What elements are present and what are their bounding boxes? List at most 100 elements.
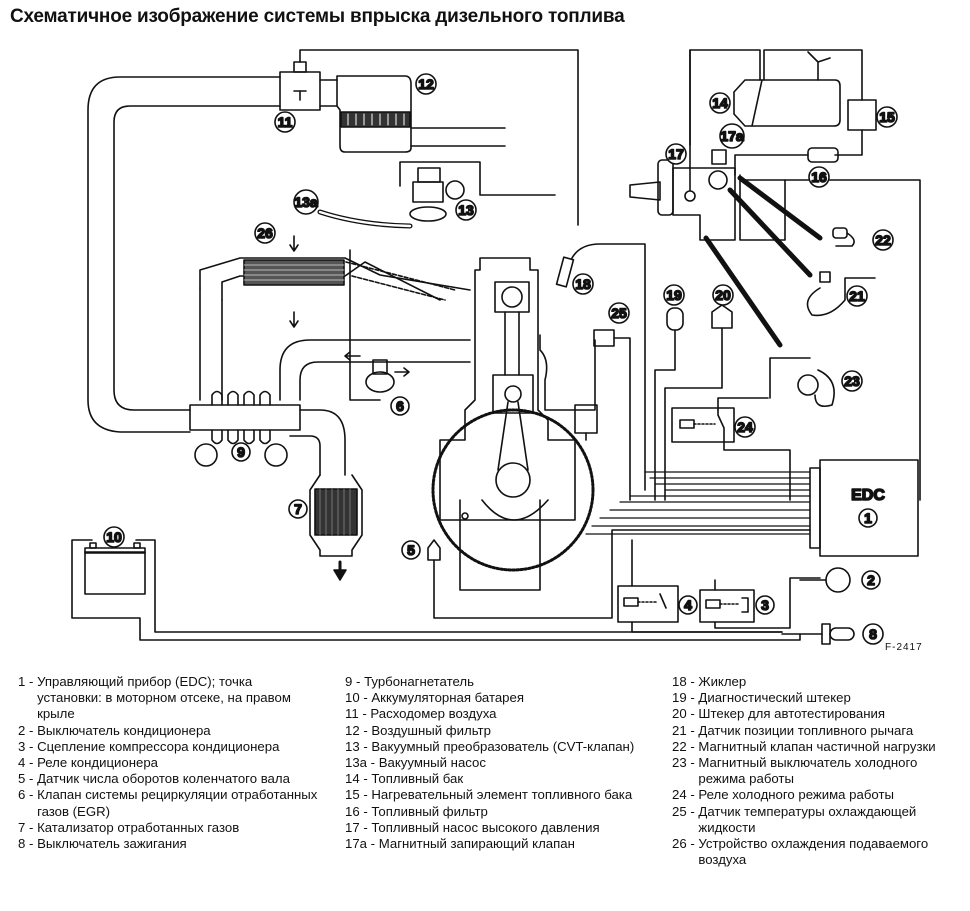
callout-23: 23 (841, 370, 863, 392)
svg-text:19: 19 (666, 287, 682, 303)
legend-item-text: Сцепление компрессора кондиционера (37, 738, 280, 754)
charge-air-duct (279, 249, 471, 401)
legend-item: 4 - Реле кондиционера (18, 755, 318, 771)
air-flow-meter (279, 61, 338, 111)
legend-item-text: Устройство охлаждения подаваемого воздух… (698, 836, 929, 868)
callout-5: 5 (401, 540, 421, 560)
high-pressure-fuel-pump (629, 49, 786, 241)
legend-item-text: Топливный фильтр (371, 803, 488, 819)
legend-item-number: 13a - (345, 755, 379, 771)
legend-column-1: 1 - Управляющий прибор (EDC); точка уста… (18, 674, 318, 852)
legend-item-text: Расходомер воздуха (370, 706, 497, 722)
callout-17: 17 (665, 143, 687, 165)
svg-text:17: 17 (668, 146, 684, 162)
legend-item-text: Аккумуляторная батарея (371, 690, 524, 706)
ac-compressor-clutch (699, 577, 821, 629)
callout-13a: 13a (293, 189, 319, 215)
svg-text:25: 25 (611, 305, 627, 321)
svg-text:5: 5 (407, 542, 415, 558)
legend-item-text: Топливный насос высокого давления (371, 819, 600, 835)
diagnostic-plug (654, 307, 684, 501)
callout-6: 6 (390, 396, 410, 416)
legend-item: 6 - Клапан системы рециркуляции отработа… (18, 787, 318, 819)
legend-item-number: 15 - (345, 787, 372, 803)
legend-item: 25 - Датчик температуры охлаждающей жидк… (672, 804, 967, 836)
legend-item-text: Жиклер (698, 674, 747, 689)
legend-item: 24 - Реле холодного режима работы (672, 787, 967, 803)
callout-1: 1 (858, 508, 878, 528)
legend-item: 26 - Устройство охлаждения подаваемого в… (672, 836, 967, 868)
legend-item: 11 - Расходомер воздуха (345, 706, 655, 722)
callout-7: 7 (288, 499, 308, 519)
legend-item-number: 9 - (345, 674, 365, 689)
svg-text:6: 6 (396, 398, 404, 414)
svg-text:12: 12 (418, 76, 434, 92)
legend-item: 19 - Диагностический штекер (672, 690, 967, 706)
legend-item-text: Катализатор отработанных газов (37, 819, 240, 835)
sensor-cables (703, 175, 823, 348)
legend-item-text: Выключатель кондиционера (37, 722, 211, 738)
legend-item-number: 5 - (18, 771, 38, 787)
turbocharger (189, 390, 301, 467)
legend-item-number: 25 - (672, 803, 699, 819)
callout-13: 13 (455, 199, 477, 221)
svg-text:8: 8 (869, 626, 877, 642)
legend-item: 7 - Катализатор отработанных газов (18, 820, 318, 836)
legend-item-number: 16 - (345, 803, 372, 819)
callout-11: 11 (274, 111, 296, 133)
legend-item-number: 17a - (345, 836, 379, 852)
svg-text:10: 10 (106, 529, 122, 545)
callout-25: 25 (608, 302, 630, 324)
legend-item: 8 - Выключатель зажигания (18, 836, 318, 852)
callout-20: 20 (712, 284, 734, 306)
callout-18: 18 (572, 273, 594, 295)
air-filter (336, 75, 506, 153)
svg-text:16: 16 (811, 169, 827, 185)
legend-item: 22 - Магнитный клапан частичной нагрузки (672, 739, 967, 755)
legend-item: 13 - Вакуумный преобразователь (CVT-клап… (345, 739, 655, 755)
legend-item: 12 - Воздушный фильтр (345, 723, 655, 739)
legend-item: 17a - Магнитный запирающий клапан (345, 836, 655, 852)
legend-item-text: Магнитный клапан частичной нагрузки (698, 738, 936, 754)
legend-item-number: 22 - (672, 738, 699, 754)
legend-item-text: Управляющий прибор (EDC); точка установк… (37, 674, 291, 722)
legend-item-number: 1 - (18, 674, 38, 689)
callout-22: 22 (872, 229, 894, 251)
svg-text:23: 23 (844, 373, 860, 389)
callout-10: 10 (103, 526, 125, 548)
legend-item-text: Реле кондиционера (37, 755, 159, 771)
callout-12: 12 (415, 73, 437, 95)
cold-start-relay (671, 397, 791, 501)
legend-item-number: 21 - (672, 722, 699, 738)
legend-item: 21 - Датчик позиции топливного рычага (672, 723, 967, 739)
legend-item-text: Реле холодного режима работы (698, 787, 894, 803)
legend-item-number: 4 - (18, 755, 38, 771)
callout-4: 4 (678, 595, 698, 615)
legend-item-text: Турбонагнетатель (364, 674, 474, 689)
legend-item: 18 - Жиклер (672, 674, 967, 690)
legend-item-number: 8 - (18, 836, 38, 852)
callout-26: 26 (254, 222, 276, 244)
svg-text:7: 7 (294, 501, 302, 517)
injection-system-diagram: 1 EDC 2 3 4 5 6 7 8 9 10 11 12 13 13a 14… (71, 49, 921, 645)
svg-text:4: 4 (684, 597, 692, 613)
callout-8: 8 (862, 623, 884, 645)
legend-item-text: Датчик позиции топливного рычага (698, 722, 914, 738)
legend-item-number: 7 - (18, 819, 38, 835)
callout-15: 15 (876, 106, 898, 128)
legend-item: 13a - Вакуумный насос (345, 755, 655, 771)
legend-item-text: Нагревательный элемент топливного бака (371, 787, 633, 803)
callout-3: 3 (755, 595, 775, 615)
legend-item: 14 - Топливный бак (345, 771, 655, 787)
egr-valve (365, 359, 410, 393)
figure-code: F-2417 (885, 642, 923, 653)
legend-item-number: 17 - (345, 819, 372, 835)
legend-item-text: Датчик температуры охлаждающей жидкости (698, 803, 917, 835)
callout-21: 21 (846, 285, 868, 307)
cold-start-switch (769, 357, 835, 408)
ignition-switch (781, 623, 855, 645)
legend-item: 2 - Выключатель кондиционера (18, 723, 318, 739)
crankshaft-sensor (427, 529, 811, 619)
legend-item-number: 14 - (345, 771, 372, 787)
